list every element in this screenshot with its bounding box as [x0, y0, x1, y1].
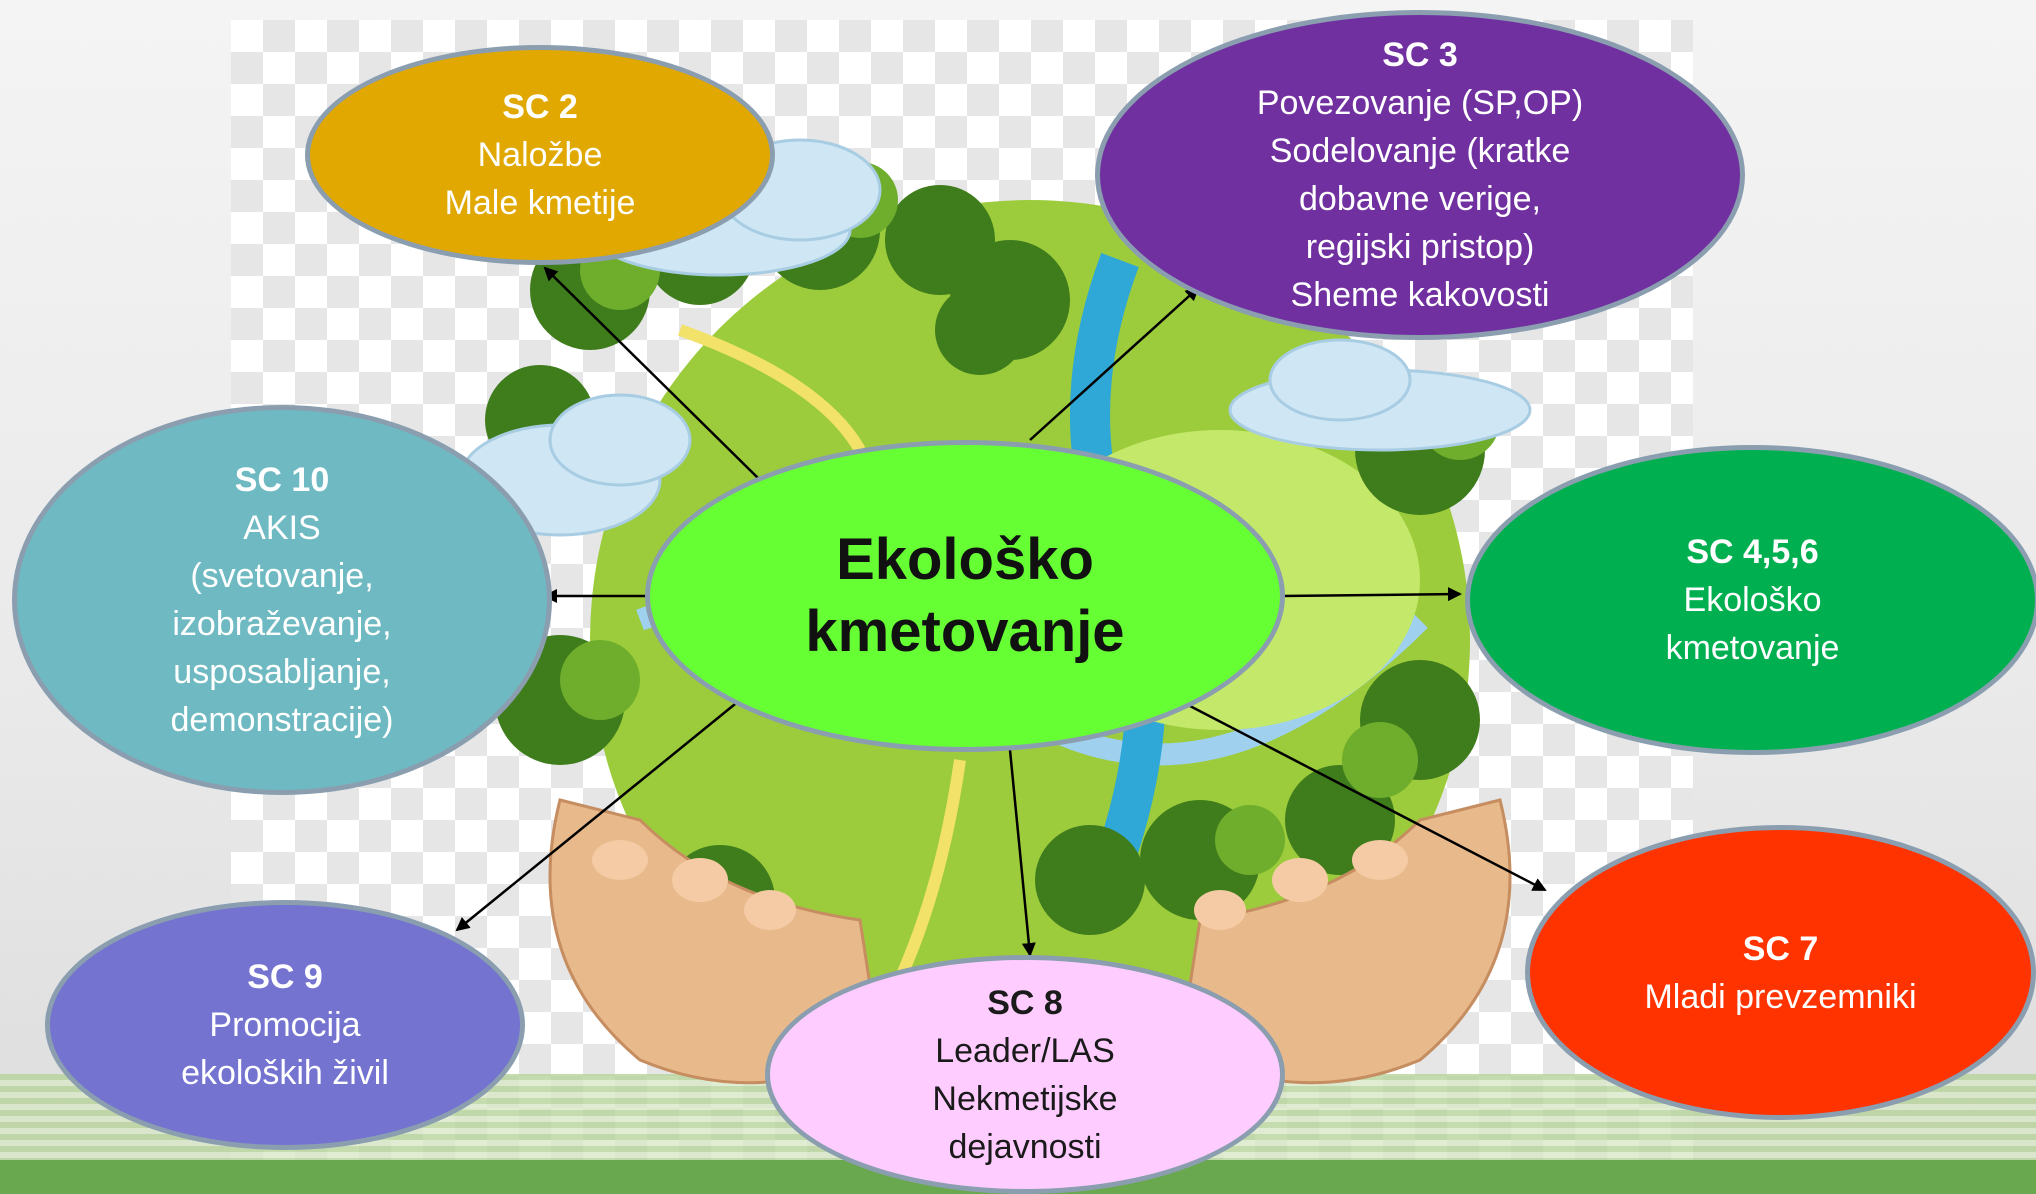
node-line: dobavne verige,	[1299, 180, 1541, 218]
arrow-to-sc9	[455, 699, 741, 932]
center-title-line2: kmetovanje	[805, 599, 1125, 664]
node-sc8: SC 8 Leader/LAS Nekmetijske dejavnosti	[765, 955, 1285, 1194]
node-line: ekoloških živil	[181, 1054, 389, 1092]
node-line: Promocija	[209, 1006, 361, 1044]
node-sc9: SC 9 Promocija ekoloških živil	[45, 900, 525, 1150]
arrow-to-sc7	[1189, 704, 1547, 892]
node-title: SC 7	[1742, 929, 1819, 968]
node-line: demonstracije)	[170, 701, 394, 739]
node-line: Sodelovanje (kratke	[1269, 132, 1571, 170]
arrow-to-sc2	[543, 266, 761, 481]
node-title: SC 10	[234, 461, 330, 499]
node-sc2: SC 2 Naložbe Male kmetije	[305, 45, 775, 265]
node-line: Sheme kakovosti	[1290, 276, 1550, 314]
node-line: usposabljanje,	[173, 653, 391, 691]
node-line: regijski pristop)	[1305, 228, 1535, 266]
node-line: (svetovanje,	[190, 557, 374, 595]
node-line: Naložbe	[477, 136, 603, 174]
node-title: SC 9	[247, 958, 323, 996]
arrow-to-sc3	[1029, 286, 1200, 441]
node-sc7: SC 7 Mladi prevzemniki	[1525, 825, 2036, 1120]
arrow-to-sc8	[1008, 749, 1036, 957]
node-line: kmetovanje	[1665, 629, 1840, 667]
node-line: Male kmetije	[444, 184, 636, 222]
node-title: SC 8	[987, 983, 1063, 1022]
node-line: Mladi prevzemniki	[1644, 977, 1917, 1016]
node-line: dejavnosti	[948, 1127, 1102, 1166]
node-line: Nekmetijske	[932, 1079, 1118, 1118]
node-title: SC 3	[1382, 36, 1458, 74]
node-line: Povezovanje (SP,OP)	[1256, 84, 1584, 122]
center-node: Ekološko kmetovanje	[645, 440, 1285, 752]
center-title-line1: Ekološko	[836, 527, 1094, 592]
node-sc3: SC 3 Povezovanje (SP,OP) Sodelovanje (kr…	[1095, 10, 1745, 340]
node-line: AKIS	[243, 509, 321, 547]
node-title: SC 4,5,6	[1686, 533, 1819, 571]
node-title: SC 2	[502, 88, 578, 126]
node-line: izobraževanje,	[172, 605, 392, 643]
node-line: Leader/LAS	[935, 1031, 1115, 1070]
node-sc456: SC 4,5,6 Ekološko kmetovanje	[1465, 445, 2036, 755]
node-line: Ekološko	[1683, 581, 1822, 619]
node-sc10: SC 10 AKIS (svetovanje, izobraževanje, u…	[12, 405, 552, 795]
arrow-to-sc456	[1281, 587, 1462, 602]
